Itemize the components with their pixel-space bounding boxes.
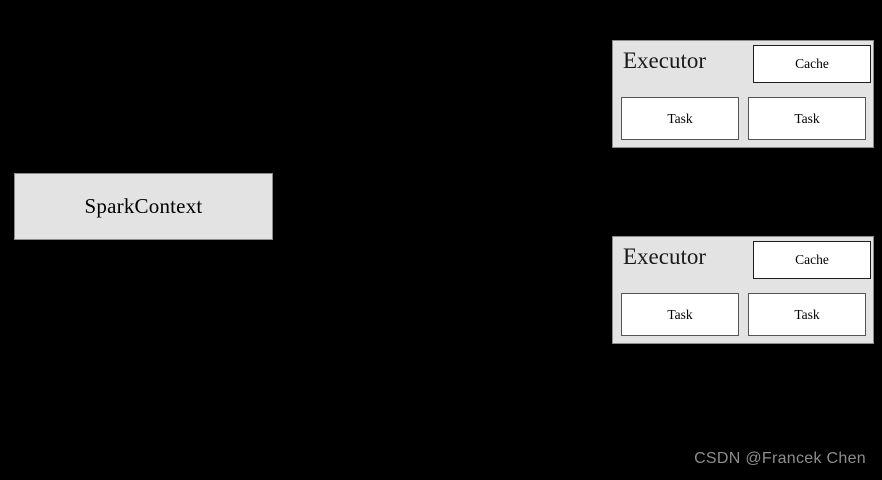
executor-1-task-box-2[interactable]: Task (748, 97, 866, 140)
executor-1-cache-box[interactable]: Cache (753, 45, 871, 83)
executor-2-cache-label: Cache (795, 252, 829, 267)
executor-2-task-label-2: Task (794, 306, 820, 322)
executor-1-task-label-1: Task (667, 110, 693, 126)
watermark-text: CSDN @Francek Chen (694, 450, 866, 467)
executor-2-task-box-2[interactable]: Task (748, 293, 866, 336)
spark-context-node[interactable]: SparkContext (14, 173, 273, 240)
executor-1-task-label-2: Task (794, 110, 820, 126)
executor-node-2[interactable]: Executor Cache Task Task (612, 236, 874, 344)
executor-2-cache-box[interactable]: Cache (753, 241, 871, 279)
executor-2-task-box-1[interactable]: Task (621, 293, 739, 336)
executor-title-1: Executor (623, 48, 707, 73)
executor-1-cache-label: Cache (795, 56, 829, 71)
spark-context-label: SparkContext (84, 194, 203, 218)
executor-title-2: Executor (623, 244, 707, 269)
executor-node-1[interactable]: Executor Cache Task Task (612, 40, 874, 148)
executor-2-task-label-1: Task (667, 306, 693, 322)
executor-1-task-box-1[interactable]: Task (621, 97, 739, 140)
